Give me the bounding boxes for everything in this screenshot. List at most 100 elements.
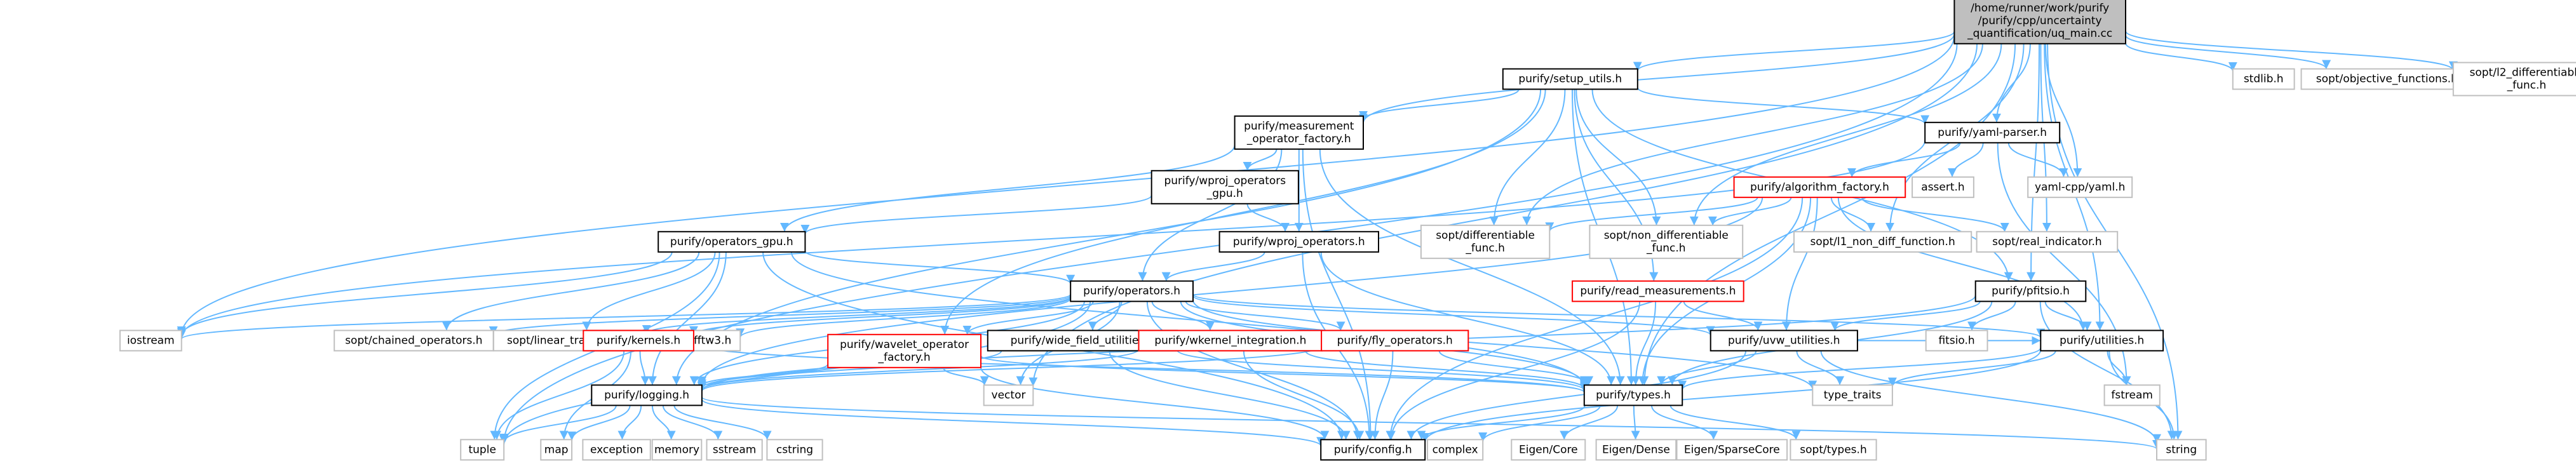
node-label: purify/config.h (1334, 443, 1412, 456)
node-label: Eigen/Core (1519, 443, 1578, 456)
node-box (827, 333, 981, 368)
edge-setup_utils-to-meas_factory (1359, 89, 1520, 121)
edge-utilities-to-fstream (2107, 351, 2131, 385)
edge-main-to-iostream (177, 35, 1955, 336)
node-setup-utils[interactable]: purify/setup_utils.h (1502, 68, 1638, 90)
edge-yaml_parser-to-assert (1948, 142, 1984, 177)
node-box (1974, 280, 2087, 302)
edge-logging-to-tuple (499, 405, 617, 443)
edge-read_meas-to-config (1387, 301, 1641, 440)
edge-utilities-to-types (1678, 347, 2042, 390)
node-box (119, 330, 182, 352)
node-kernels[interactable]: purify/kernels.h (583, 330, 694, 352)
node-iostream: iostream (119, 330, 182, 352)
node-l1-nondiff: sopt/l1_non_diff_function.h (1793, 231, 1972, 253)
edge-algo_factory-to-uvw_utils (1782, 197, 1818, 331)
node-eigen-core: Eigen/Core (1511, 439, 1586, 461)
node-label: assert.h (1921, 181, 1964, 194)
node-cstring: cstring (766, 439, 823, 461)
node-yaml-parser[interactable]: purify/yaml-parser.h (1924, 121, 2061, 144)
node-pfitsio[interactable]: purify/pfitsio.h (1974, 280, 2087, 302)
node-label: tuple (468, 443, 496, 456)
node-box (1924, 121, 2061, 144)
edge-operators-to-utilities (1192, 293, 2045, 338)
node-box (983, 384, 1034, 406)
node-box (540, 439, 573, 461)
node-box (1321, 330, 1469, 352)
node-label: _func.h (1646, 242, 1686, 255)
node-operators-gpu[interactable]: purify/operators_gpu.h (657, 231, 806, 253)
node-box (1234, 115, 1364, 150)
node-uvw-utils[interactable]: purify/uvw_utilities.h (1709, 330, 1858, 352)
node-algo-factory[interactable]: purify/algorithm_factory.h (1733, 176, 1906, 198)
node-box (1912, 176, 1974, 198)
node-sopt-diff: sopt/differentiable_func.h (1420, 224, 1551, 259)
node-stdlib: stdlib.h (2232, 68, 2295, 90)
edge-algo_factory-to-sopt_nondiff (1708, 197, 1792, 226)
node-label: sopt/real_indicator.h (1992, 236, 2102, 248)
edge-main-to-l2_diff (2125, 30, 2458, 71)
edge-types-to-eigen_sparse (1650, 405, 1718, 440)
edge-pfitsio-to-uvw_utils (1830, 301, 1981, 331)
edge-operators_gpu-to-iostream (177, 251, 673, 336)
node-utilities[interactable]: purify/utilities.h (2040, 330, 2164, 352)
node-label: sopt/types.h (1800, 443, 1866, 456)
node-operators[interactable]: purify/operators.h (1070, 280, 1194, 302)
node-eigen-dense: Eigen/Dense (1595, 439, 1677, 461)
node-box (2452, 62, 2576, 97)
edge-algo_factory-to-real_indicator (1861, 197, 2009, 232)
node-main[interactable]: /home/runner/work/purify/purify/cpp/unce… (1953, 0, 2126, 44)
node-label: fftw3.h (694, 334, 731, 347)
edge-algo_factory-to-utilities (1837, 197, 2088, 331)
edge-wavelet_factory-to-config (980, 366, 1330, 440)
node-label: purify/operators_gpu.h (670, 236, 793, 248)
edge-pfitsio-to-fitsio (1967, 301, 2016, 331)
node-label: yaml-cpp/yaml.h (2035, 181, 2126, 194)
edge-main-to-types (1640, 43, 2016, 385)
node-box (657, 231, 806, 253)
node-box (1572, 280, 1744, 302)
node-logging[interactable]: purify/logging.h (591, 384, 703, 406)
edge-wide_field-to-types (1177, 349, 1589, 391)
edge-kernels-to-tuple (492, 351, 625, 440)
edge-operators-to-wide_field (1088, 301, 1123, 331)
node-label: purify/wproj_operators.h (1233, 236, 1365, 248)
node-label: sopt/l2_differentiable (2470, 67, 2576, 79)
node-type-traits: type_traits (1812, 384, 1893, 406)
node-wavelet-factory[interactable]: purify/wavelet_operator_factory.h (827, 333, 981, 368)
edge-wproj_ops-to-operators (1161, 251, 1265, 281)
node-label: /home/runner/work/purify (1971, 2, 2109, 15)
node-label: purify/logging.h (604, 389, 689, 401)
edge-logging-to-memory (651, 405, 676, 440)
node-read-meas[interactable]: purify/read_measurements.h (1572, 280, 1744, 302)
node-label: purify/uvw_utilities.h (1728, 334, 1840, 347)
edge-utilities-to-type_traits (1888, 351, 2056, 387)
edge-read_meas-to-types (1631, 301, 1657, 385)
edge-fly_ops-to-logging (698, 345, 1323, 392)
edge-wproj_ops-to-types (1320, 251, 1616, 385)
edge-kernels-to-logging (639, 351, 650, 385)
node-config[interactable]: purify/config.h (1320, 439, 1426, 461)
node-label: purify/fly_operators.h (1337, 334, 1453, 347)
node-meas-factory[interactable]: purify/measurement_operator_factory.h (1234, 115, 1364, 150)
node-box (1070, 280, 1194, 302)
edge-main-to-sopt_nondiff (1689, 43, 2002, 225)
node-wproj-gpu[interactable]: purify/wproj_operators_gpu.h (1150, 170, 1299, 204)
node-label: sstream (713, 443, 756, 456)
node-fly-ops[interactable]: purify/fly_operators.h (1321, 330, 1469, 352)
node-label: purify/measurement (1244, 120, 1354, 133)
node-wproj-ops[interactable]: purify/wproj_operators.h (1218, 231, 1379, 253)
edge-types-to-config (1417, 404, 1586, 440)
edge-wide_field-to-logging (698, 350, 1002, 389)
node-box (1150, 170, 1299, 204)
node-wkernel[interactable]: purify/wkernel_integration.h (1138, 330, 1323, 352)
node-label: sopt/chained_operators.h (345, 334, 482, 347)
edge-setup_utils-to-logging (671, 89, 1542, 385)
edge-main-to-vector (1028, 43, 1978, 387)
node-types[interactable]: purify/types.h (1583, 384, 1683, 406)
edge-logging-to-sstream (662, 405, 723, 440)
node-label: _factory.h (878, 351, 931, 364)
node-label: cstring (776, 443, 813, 456)
node-layer: /home/runner/work/purify/purify/cpp/unce… (119, 0, 2576, 461)
node-box (1427, 439, 1484, 461)
